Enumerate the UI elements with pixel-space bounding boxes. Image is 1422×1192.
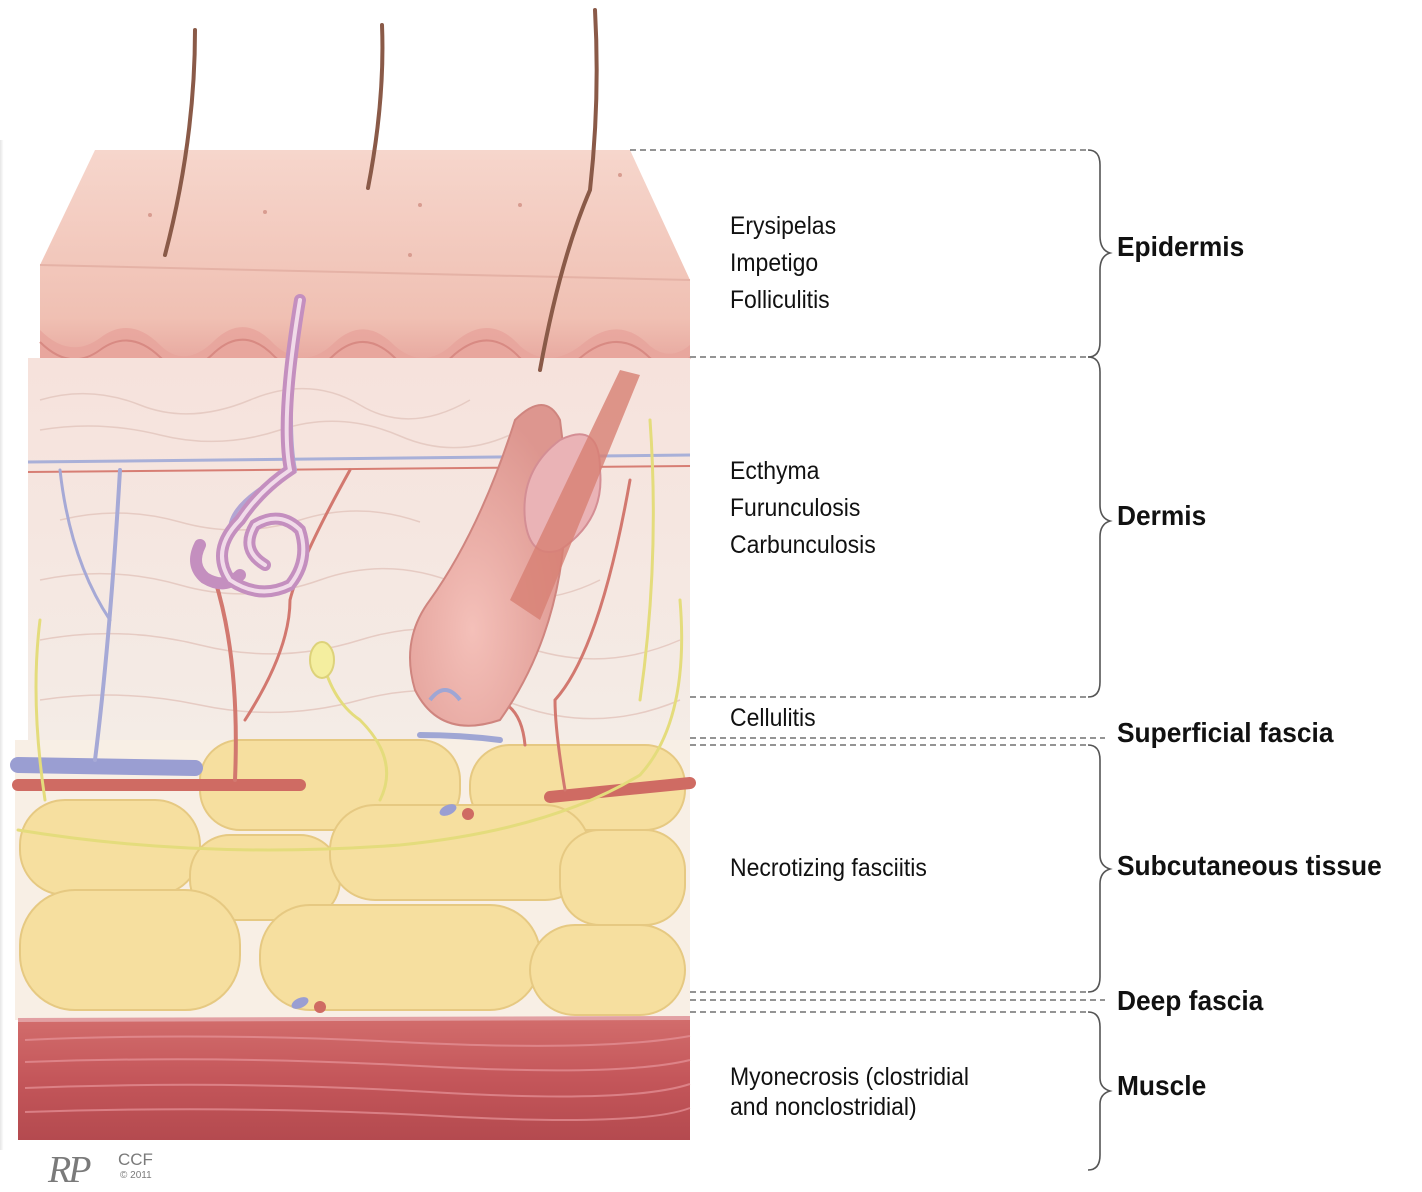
credit-org: CCF: [118, 1150, 153, 1170]
nerve-ending: [310, 642, 334, 678]
infections-dermis: Ecthyma Furunculosis Carbunculosis: [730, 453, 876, 564]
infection-label: Folliculitis: [730, 282, 836, 319]
infection-label: Cellulitis: [730, 700, 816, 737]
infection-label: Erysipelas: [730, 208, 836, 245]
infection-label: Myonecrosis (clostridial: [730, 1062, 969, 1092]
brace-subcutaneous: [1088, 745, 1110, 992]
infections-epidermis: Erysipelas Impetigo Folliculitis: [730, 208, 836, 319]
infection-label: Necrotizing fasciitis: [730, 850, 927, 887]
artist-credit: RP CCF © 2011: [48, 1148, 88, 1192]
dermis-layer: [28, 358, 690, 743]
infections-superficial-fascia: Cellulitis: [730, 700, 816, 737]
layer-label-dermis: Dermis: [1117, 500, 1206, 532]
infection-label: and nonclostridial): [730, 1092, 969, 1122]
credit-initials: RP: [48, 1149, 88, 1191]
layer-label-subcutaneous-tissue: Subcutaneous tissue: [1117, 850, 1382, 882]
infection-label: Ecthyma: [730, 453, 876, 490]
infection-label: Furunculosis: [730, 490, 876, 527]
brace-epidermis: [1088, 150, 1110, 357]
layer-label-muscle: Muscle: [1117, 1070, 1206, 1102]
credit-year: © 2011: [120, 1170, 152, 1181]
infections-subcutaneous: Necrotizing fasciitis: [730, 850, 927, 887]
infections-muscle: Myonecrosis (clostridial and nonclostrid…: [730, 1062, 969, 1122]
brace-muscle: [1088, 1012, 1110, 1170]
infection-label: Carbunculosis: [730, 527, 876, 564]
layer-label-deep-fascia: Deep fascia: [1117, 985, 1263, 1017]
layer-braces: [1088, 150, 1110, 1170]
infection-label: Impetigo: [730, 245, 836, 282]
brace-dermis: [1088, 357, 1110, 697]
layer-label-superficial-fascia: Superficial fascia: [1117, 717, 1334, 749]
muscle-layer: [18, 1018, 690, 1140]
layer-label-epidermis: Epidermis: [1117, 231, 1244, 263]
